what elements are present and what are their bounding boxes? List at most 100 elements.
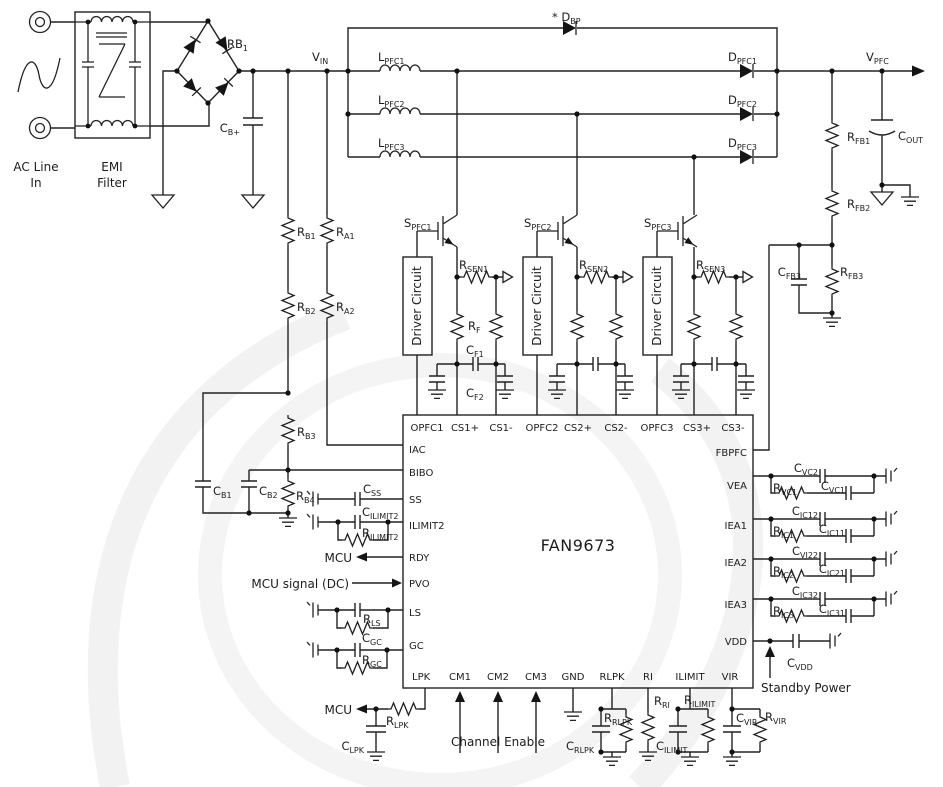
mcu-lpk-label: MCU [324,703,352,717]
cb-plus-label: CB+ [220,121,240,137]
rf-label: RF [468,319,481,335]
cvc1-label: CVC1 [821,479,845,495]
pin-cs1p: CS1+ [451,423,479,434]
pin-iea3: IEA3 [725,600,747,611]
pin-ri: RI [643,672,653,683]
pin-vir: VIR [722,672,739,683]
capacitor-icon [885,550,898,568]
rb1-label: RB1 [297,225,316,241]
pin-opfc3: OPFC3 [641,423,674,434]
ground-icon [151,194,175,209]
ic-body [402,414,754,689]
ric1-label: RIC1 [773,524,794,540]
rsen1-label: RSEN1 [459,258,488,274]
channel-enable-label: Channel Enable [451,735,545,749]
lpfc1-label: LPFC1 [378,50,405,66]
ic-pin-labels: FAN9673 OPFC1 CS1+ CS1- OPFC2 CS2+ CS2- … [409,423,747,683]
cb2-label: CB2 [259,484,278,500]
standby-power-label: Standby Power [761,681,851,695]
ac-line-label-2: In [30,176,41,190]
ground-icon [615,389,635,400]
diode-icon [739,63,754,79]
cvir-label: CVIR [736,711,758,727]
standby-arrow-icon [765,646,775,657]
pin-pvo: PVO [409,579,430,590]
cb1-label: CB1 [213,484,232,500]
cic32-label: CIC32 [792,584,818,600]
cf1-label: CF1 [466,343,484,359]
spfc3-label: SPFC3 [644,216,671,232]
ac-terminal-icon [34,16,46,28]
driver-circuit-3-label: Driver Circuit [650,266,664,346]
rb3-label: RB3 [297,425,316,441]
pin-cm2: CM2 [487,672,509,683]
rb4-label: RB4 [296,489,315,505]
css-label: CSS [363,482,381,498]
pin-ss: SS [409,495,422,506]
pin-rlpk: RLPK [599,672,625,683]
ground-icon [366,751,386,762]
mcu-arrow-icon [356,704,367,714]
ground-icon [900,196,920,207]
cic12-label: CIC12 [792,504,818,520]
cilimit-label: CILIMIT [656,739,687,755]
rfb2-label: RFB2 [847,197,870,213]
pin-bibo: BIBO [409,468,433,479]
boost-power-stage [347,20,925,215]
capacitor-icon [306,601,319,619]
rfb1-label: RFB1 [847,130,870,146]
pin-cs1n: CS1- [489,423,513,434]
ra2-label: RA2 [336,300,355,316]
capacitor-icon [885,510,898,528]
sense-arrow-icon [502,270,514,284]
sense-arrow-icon [622,270,634,284]
pin-cs2n: CS2- [604,423,628,434]
spfc2-label: SPFC2 [524,216,551,232]
vpfc-label: VPFC [866,50,889,66]
cgc-label: CGC [362,631,382,647]
ac-input [17,10,75,140]
pin-ls: LS [409,608,421,619]
pin-vdd: VDD [725,637,748,648]
pin-iea2: IEA2 [725,558,747,569]
emi-filter [74,11,151,139]
dpfc2-label: DPFC2 [728,93,757,109]
pin-gc: GC [409,641,424,652]
mcu-rdy-label: MCU [324,551,352,565]
cfb3-label: CFB3 [778,265,801,281]
dpfc1-label: DPFC1 [728,50,757,66]
cf2-label: CF2 [466,386,484,402]
ground-icon [278,517,298,528]
rfb3-label: RFB3 [840,265,863,281]
ground-icon [241,194,265,209]
mcu-arrow-icon [356,552,367,562]
ac-line-label: AC Line [13,160,58,174]
pin-fbpfc: FBPFC [716,448,747,459]
ground-icon [722,756,742,767]
crlpk-label: CRLPK [566,739,595,755]
pin-iea1: IEA1 [725,521,747,532]
clpk-label: CLPK [341,739,364,755]
sense-arrow-icon [742,270,754,284]
mcu-signal-label: MCU signal (DC) [251,577,349,591]
cic11-label: CIC11 [819,522,845,538]
input-divider-network [195,70,403,528]
capacitor-icon [306,513,319,531]
pin-ilimit2: ILIMIT2 [409,521,445,532]
capacitor-icon [885,590,898,608]
iea1-compensation [753,510,898,543]
pin-cs2p: CS2+ [564,423,592,434]
output-feedback-network [753,71,920,451]
ground-icon [870,191,894,206]
pin-ilimit: ILIMIT [675,672,705,683]
sine-wave-icon [17,57,61,93]
ric3-label: RIC3 [773,604,794,620]
ground-icon [736,389,756,400]
ground-icon [563,711,583,722]
capacitor-icon [885,467,898,485]
rri-label: RRI [654,694,670,710]
cout-label: COUT [898,129,923,145]
ra1-label: RA1 [336,225,355,241]
cilimit2-label: CILIMIT2 [362,505,398,521]
